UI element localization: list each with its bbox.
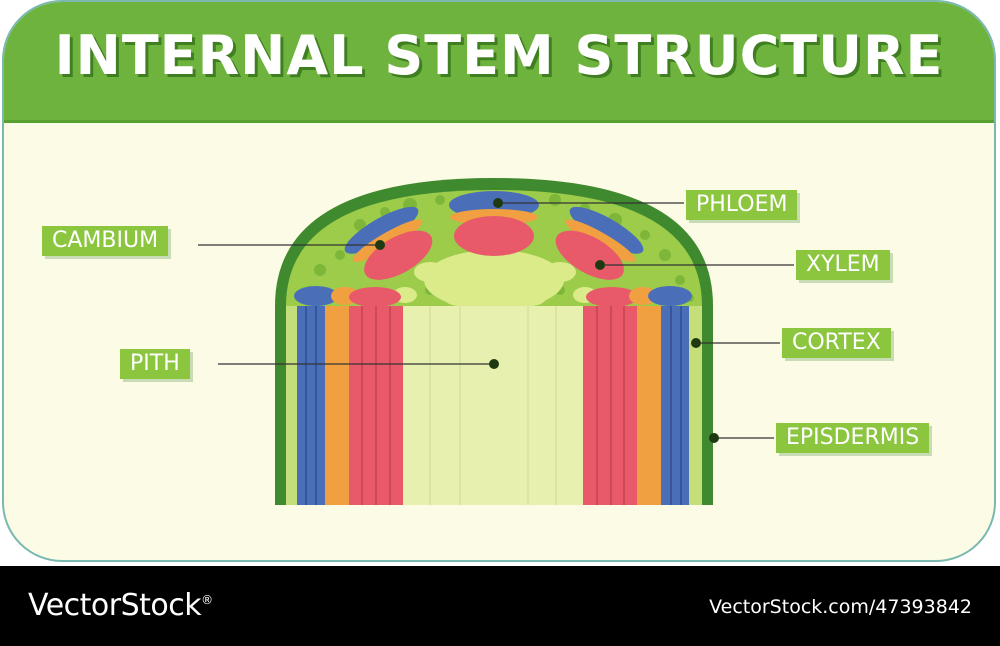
label-xylem: XYLEM <box>796 250 890 280</box>
vectorstock-logo: VectorStock® <box>28 588 213 623</box>
label-cortex: CORTEX <box>782 328 891 358</box>
vascular-bundle-bottom-right <box>586 286 692 307</box>
footer-bar: VectorStock® VectorStock.com/47393842 <box>0 566 1000 646</box>
longitudinal-section <box>286 306 702 505</box>
leader-dots <box>375 198 719 443</box>
leader-lines <box>198 202 794 439</box>
stem-diagram <box>198 178 794 505</box>
label-cambium: CAMBIUM <box>42 226 169 256</box>
page-title: INTERNAL STEM STRUCTURE <box>54 24 944 87</box>
vascular-bundle-bottom-left <box>294 286 401 307</box>
brand-name: VectorStock <box>28 588 202 623</box>
image-credit: VectorStock.com/47393842 <box>709 596 972 618</box>
label-pith: PITH <box>120 349 190 379</box>
label-phloem: PHLOEM <box>686 190 798 220</box>
registered-mark: ® <box>201 593 213 607</box>
title-banner: INTERNAL STEM STRUCTURE <box>4 2 994 123</box>
vascular-bundle-right <box>555 206 644 280</box>
vascular-bundle-left <box>344 206 433 280</box>
label-epidermis: EPISDERMIS <box>776 423 930 453</box>
